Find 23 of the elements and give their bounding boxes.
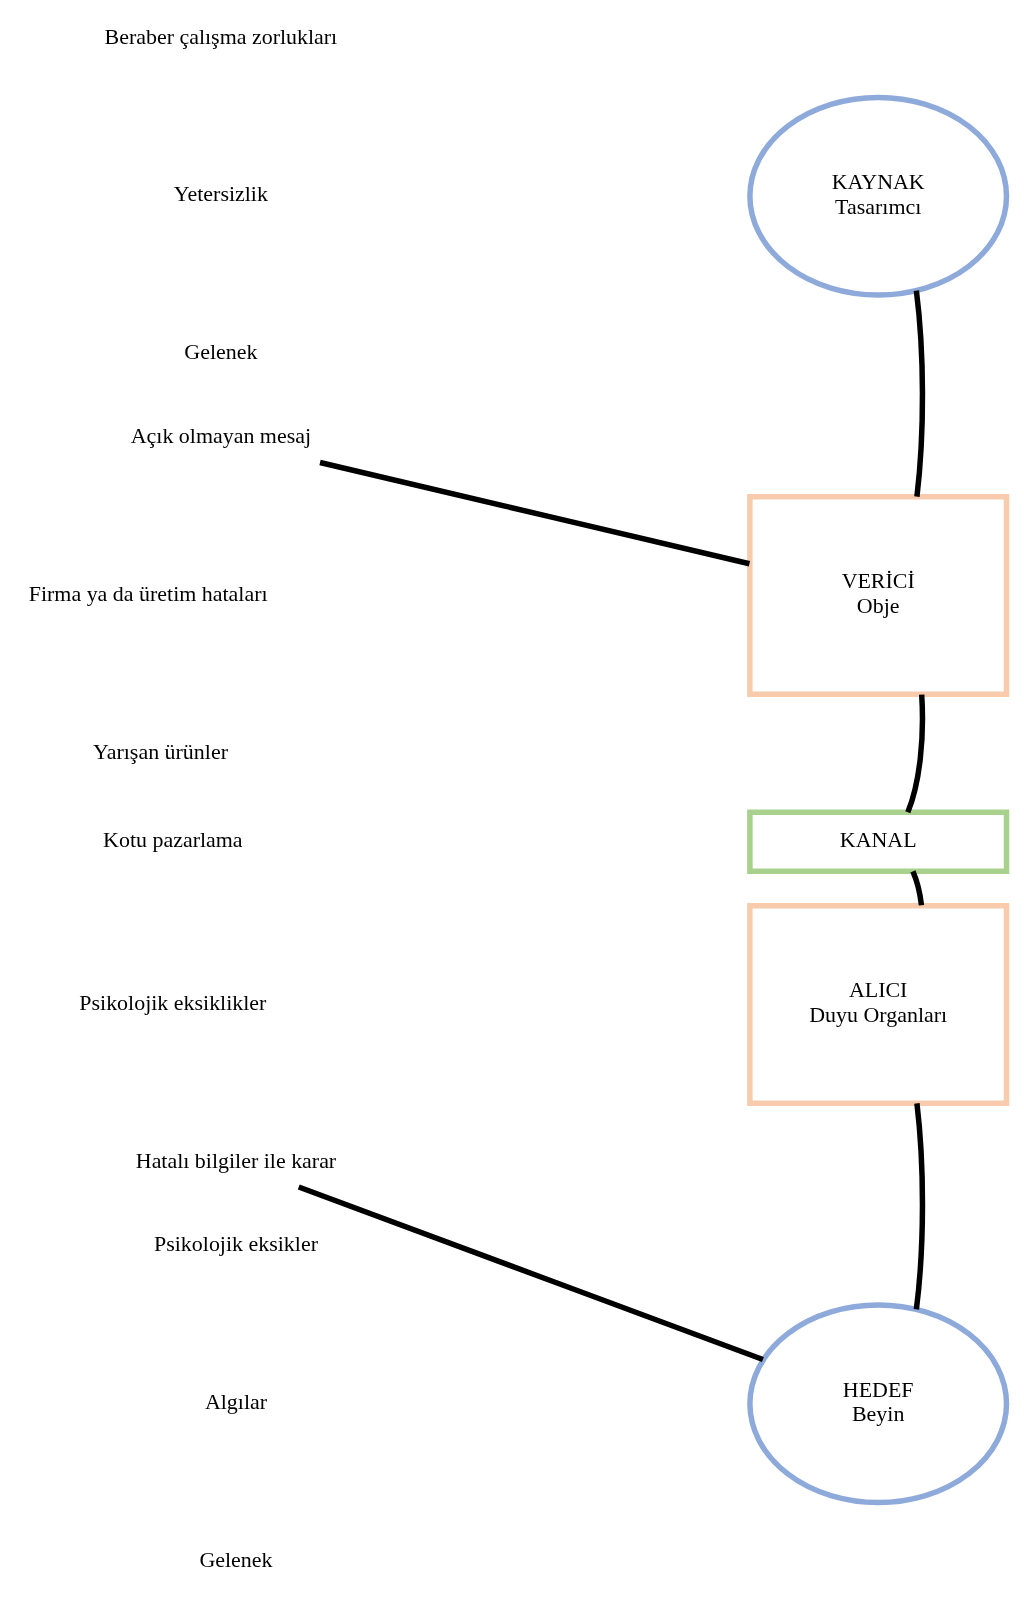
node-box: KANAL: [746, 809, 1009, 875]
label: Psikolojik eksikler: [153, 1231, 318, 1257]
label: Firma ya da üretim hataları: [28, 580, 268, 606]
label: Yetersizlik: [173, 181, 268, 207]
label: Yarışan ürünler: [92, 738, 228, 764]
label: Algılar: [204, 1389, 267, 1415]
node-text: Hatalı bilgiler ile karar: [135, 1147, 336, 1173]
connector: [297, 1184, 764, 1363]
label: Kotu pazarlama: [102, 827, 243, 853]
label: Gelenek: [183, 339, 257, 365]
node-ellipse: KAYNAK Tasarımcı: [746, 94, 1009, 298]
connector: [909, 870, 924, 906]
node-box: ALICI Duyu Organları: [746, 902, 1009, 1106]
connector: [913, 290, 925, 497]
connector: [904, 694, 925, 814]
label: Gelenek: [198, 1546, 273, 1572]
connector: [913, 1103, 925, 1310]
connector: [318, 459, 750, 567]
label: Beraber çalışma zorlukları: [104, 23, 337, 49]
node-ellipse: HEDEF Beyin: [746, 1302, 1009, 1506]
label: Psikolojik eksiklikler: [78, 989, 266, 1015]
node-text: Açık olmayan mesaj: [130, 422, 311, 448]
node-box: VERİCİ Obje: [746, 494, 1009, 698]
